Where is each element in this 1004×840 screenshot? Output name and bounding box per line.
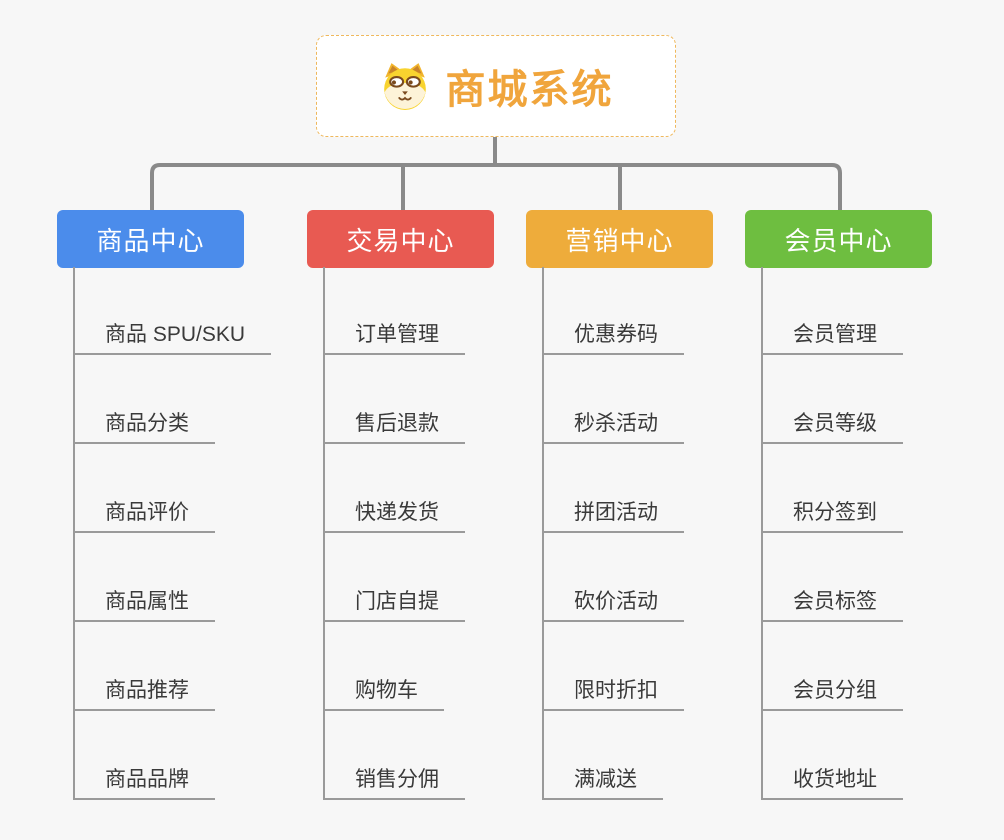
leaf-node[interactable]: 商品评价 [73,495,215,533]
leaf-node[interactable]: 购物车 [323,673,444,711]
shiba-dog-icon [379,61,431,111]
leaf-node[interactable]: 砍价活动 [542,584,684,622]
leaf-node[interactable]: 积分签到 [761,495,903,533]
branch-node-4[interactable]: 会员中心 [745,210,932,268]
branch-node-2[interactable]: 交易中心 [307,210,494,268]
leaf-node[interactable]: 商品分类 [73,406,215,444]
leaf-node[interactable]: 收货地址 [761,762,903,800]
branch-spine-2 [323,267,325,800]
leaf-node[interactable]: 会员管理 [761,317,903,355]
root-title: 商城系统 [445,68,614,112]
leaf-node[interactable]: 会员等级 [761,406,903,444]
leaf-node[interactable]: 拼团活动 [542,495,684,533]
leaf-node[interactable]: 限时折扣 [542,673,684,711]
root-node[interactable]: 商城系统 [316,35,676,137]
leaf-node[interactable]: 秒杀活动 [542,406,684,444]
leaf-node[interactable]: 售后退款 [323,406,465,444]
leaf-node[interactable]: 会员分组 [761,673,903,711]
leaf-node[interactable]: 商品品牌 [73,762,215,800]
leaf-node[interactable]: 订单管理 [323,317,465,355]
leaf-node[interactable]: 快递发货 [323,495,465,533]
leaf-node[interactable]: 商品属性 [73,584,215,622]
branch-node-1[interactable]: 商品中心 [57,210,244,268]
leaf-node[interactable]: 会员标签 [761,584,903,622]
branch-spine-1 [73,267,75,800]
branch-spine-3 [542,267,544,800]
leaf-node[interactable]: 满减送 [542,762,663,800]
bus-line [150,163,842,211]
branch-node-3[interactable]: 营销中心 [526,210,713,268]
leaf-node[interactable]: 门店自提 [323,584,465,622]
leaf-node[interactable]: 优惠券码 [542,317,684,355]
branch-spine-4 [761,267,763,800]
leaf-node[interactable]: 商品 SPU/SKU [73,317,272,355]
leaf-node[interactable]: 销售分佣 [323,762,465,800]
leaf-node[interactable]: 商品推荐 [73,673,215,711]
